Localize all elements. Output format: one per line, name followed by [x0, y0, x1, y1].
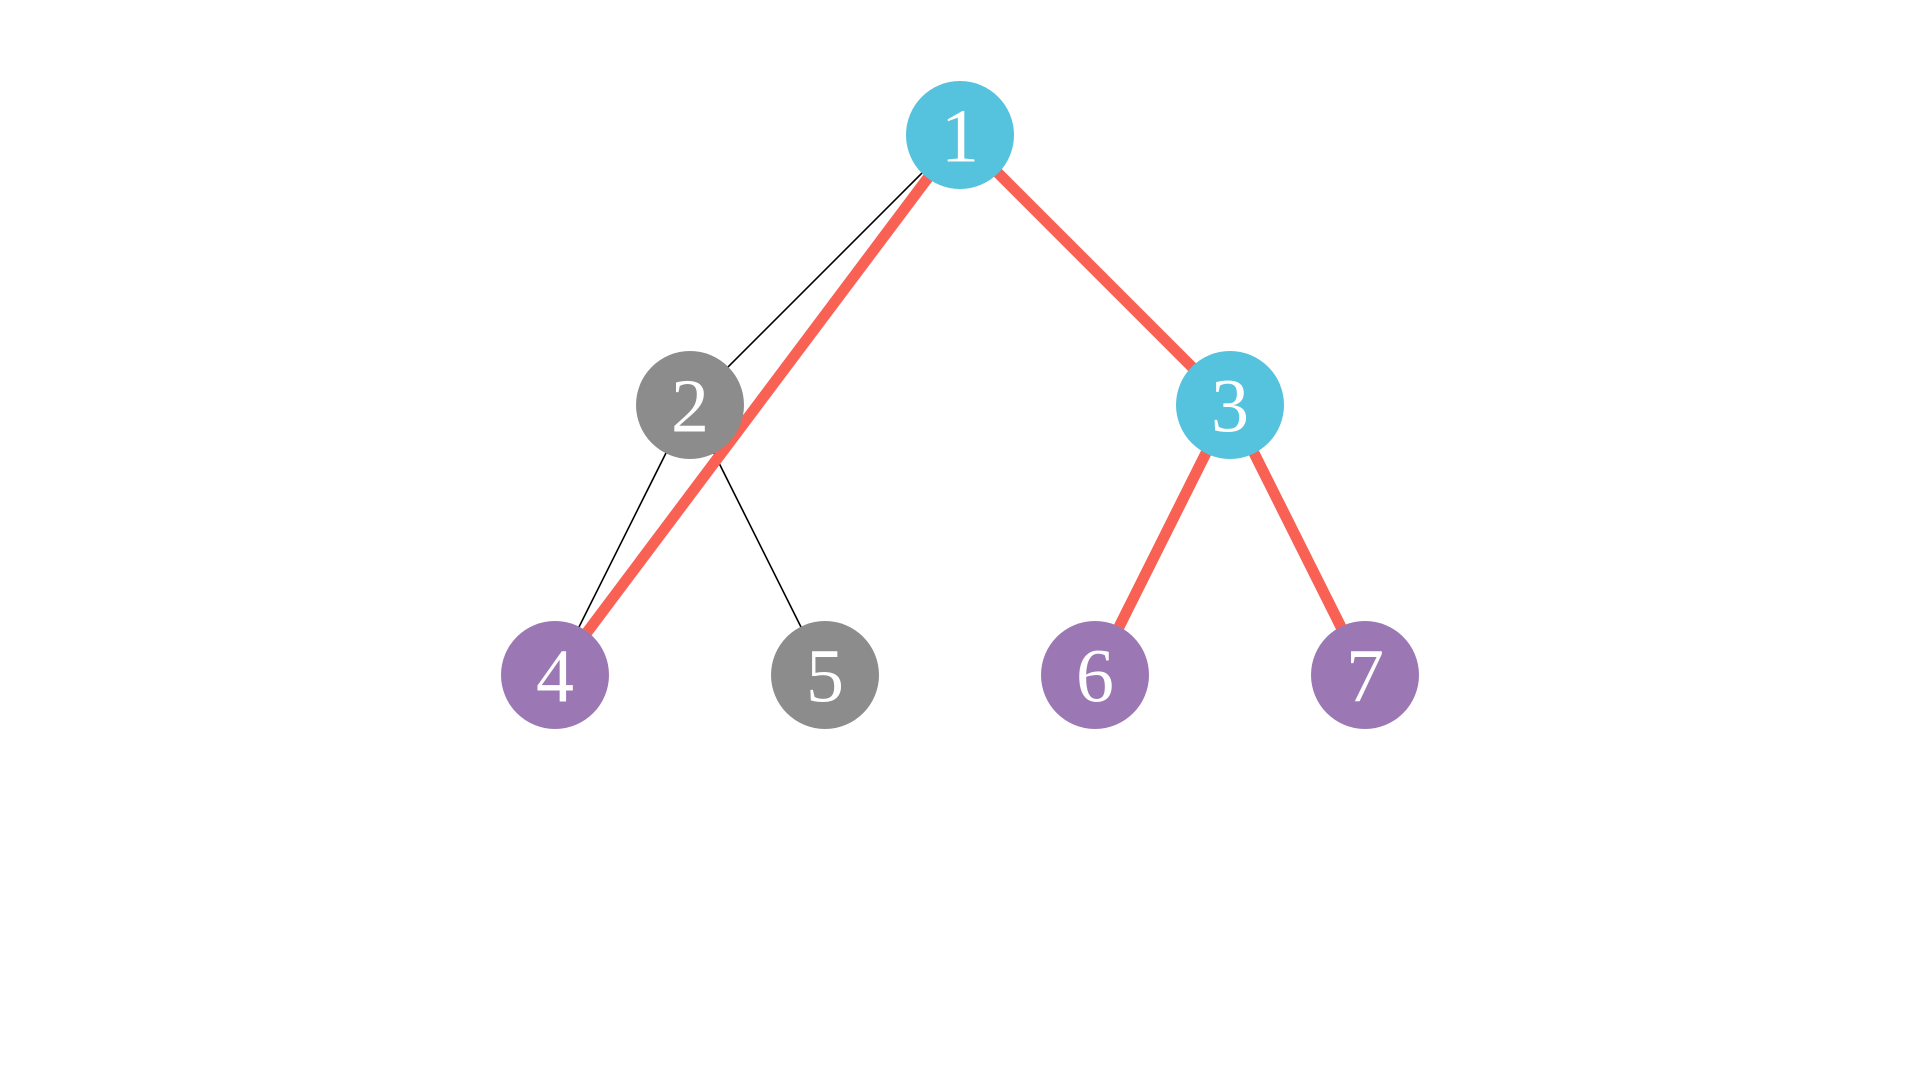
node-5[interactable]: 5	[771, 621, 879, 729]
node-3[interactable]: 3	[1176, 351, 1284, 459]
node-1-circle[interactable]	[906, 81, 1014, 189]
node-6-circle[interactable]	[1041, 621, 1149, 729]
node-6[interactable]: 6	[1041, 621, 1149, 729]
node-1[interactable]: 1	[906, 81, 1014, 189]
edge-1-2	[689, 134, 961, 406]
node-7[interactable]: 7	[1311, 621, 1419, 729]
edge-1-4-highlighted	[550, 131, 965, 679]
node-2-circle[interactable]	[636, 351, 744, 459]
node-4[interactable]: 4	[501, 621, 609, 729]
node-4-circle[interactable]	[501, 621, 609, 729]
node-7-circle[interactable]	[1311, 621, 1419, 729]
node-2[interactable]: 2	[636, 351, 744, 459]
edge-1-3-highlighted	[956, 131, 1234, 409]
node-3-circle[interactable]	[1176, 351, 1284, 459]
node-5-circle[interactable]	[771, 621, 879, 729]
